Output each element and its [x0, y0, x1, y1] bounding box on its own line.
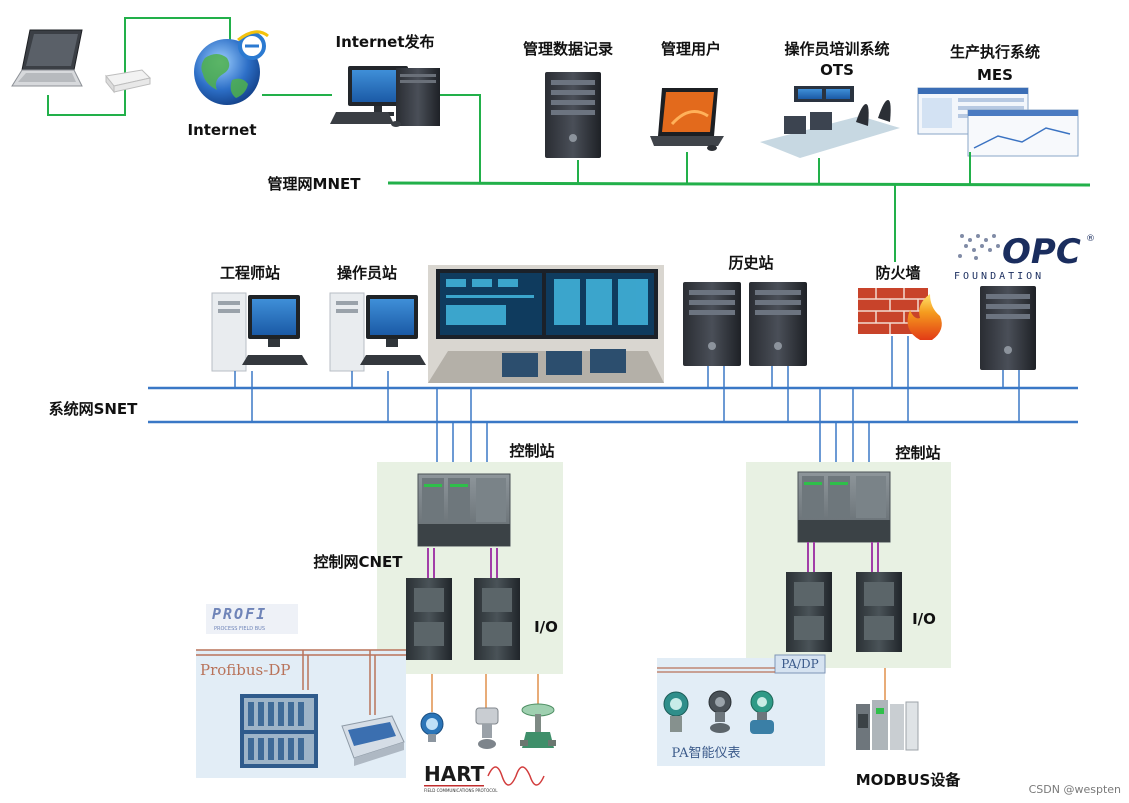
field-transmitter-icon: [475, 707, 499, 749]
field-transmitter-icon: [420, 712, 444, 742]
cnet-label: 控制网CNET: [313, 553, 403, 571]
profibus-cable: [196, 649, 406, 715]
io-module-left-a: [406, 578, 452, 660]
desktop-computer-icon: [330, 66, 440, 127]
io-left-label: I/O: [534, 618, 558, 636]
internet-explorer-globe-icon: [194, 30, 269, 105]
opc-foundation-logo: OPC ® FOUNDATION: [954, 232, 1095, 282]
server-tower-icon: [545, 72, 601, 158]
ots-label-line2: OTS: [820, 61, 854, 79]
profi-logo: PROFI PROCESS FIELD BUS: [206, 604, 298, 634]
control-station-left-label: 控制站: [509, 442, 554, 460]
ots-training-room-icon: [760, 86, 900, 158]
laptop-icon: [11, 29, 83, 87]
cnet-links-right: [807, 542, 879, 572]
field-flowmeter-icon: [750, 690, 774, 734]
modbus-device-icon: [856, 700, 919, 751]
desktop-computer-icon: [211, 292, 308, 372]
controller-rack-left: [417, 473, 511, 547]
cnet-links-left: [427, 548, 498, 578]
mnet-bus: [387, 152, 1091, 262]
control-room-console-photo: [428, 265, 664, 383]
mgmt-user-label: 管理用户: [661, 40, 721, 58]
pa-cable: [657, 667, 775, 673]
field-transmitter-icon: [708, 690, 732, 733]
opc-logo-text: OPC: [1002, 232, 1081, 272]
control-station-right-label: 控制站: [895, 444, 940, 462]
mes-label-line1: 生产执行系统: [950, 43, 1040, 61]
router-icon: [105, 69, 151, 94]
field-wires-left: [431, 674, 539, 712]
io-module-right-a: [786, 572, 832, 652]
hart-logo-subtext: FIELD COMMUNICATIONS PROTOCOL: [424, 788, 498, 793]
internet-publish-label: Internet发布: [335, 33, 434, 51]
internet-label: Internet: [187, 121, 256, 139]
controller-rack-right: [797, 471, 891, 543]
io-right-label: I/O: [912, 610, 936, 628]
snet-label: 系统网SNET: [49, 400, 139, 418]
mes-software-screens-icon: [917, 87, 1079, 157]
opc-registered-mark: ®: [1086, 234, 1095, 244]
operator-station-label: 操作员站: [337, 264, 397, 282]
modbus-label: MODBUS设备: [856, 771, 962, 789]
firewall-label: 防火墙: [875, 264, 920, 282]
ots-label-line1: 操作员培训系统: [784, 40, 889, 58]
server-tower-icon: [980, 286, 1036, 370]
field-control-valve-icon: [520, 703, 556, 748]
io-module-right-b: [856, 572, 902, 652]
snet-bus: [148, 336, 1078, 462]
mes-label-line2: MES: [977, 66, 1013, 84]
desktop-computer-icon: [650, 88, 724, 151]
history-station-label: 历史站: [728, 254, 773, 272]
engineer-station-label: 工程师站: [220, 264, 280, 282]
pa-instruments-label: PA智能仪表: [672, 746, 741, 761]
server-tower-icon: [683, 282, 741, 366]
profibus-dp-label: Profibus-DP: [200, 661, 290, 679]
profibus-remote-io-rack: [240, 694, 318, 768]
mgmt-data-record-label: 管理数据记录: [523, 40, 613, 58]
profi-logo-subtext: PROCESS FIELD BUS: [214, 626, 265, 632]
profibus-io-module: [341, 715, 405, 766]
hart-logo-text: HART: [424, 762, 485, 786]
field-transmitter-icon: [663, 691, 689, 732]
io-module-left-b: [474, 578, 520, 660]
server-tower-icon: [749, 282, 807, 366]
mnet-label: 管理网MNET: [268, 175, 362, 193]
opc-foundation-text: FOUNDATION: [954, 271, 1044, 282]
hart-logo: HART FIELD COMMUNICATIONS PROTOCOL: [414, 760, 556, 796]
pa-dp-label: PA/DP: [781, 657, 818, 671]
internet-links: [47, 17, 481, 183]
brick-firewall-icon: [858, 288, 942, 340]
pa-dp-coupler: [774, 654, 826, 674]
watermark-text: CSDN @wespten: [1029, 783, 1121, 796]
desktop-computer-icon: [329, 292, 426, 372]
profi-logo-text: PROFI: [212, 605, 267, 623]
